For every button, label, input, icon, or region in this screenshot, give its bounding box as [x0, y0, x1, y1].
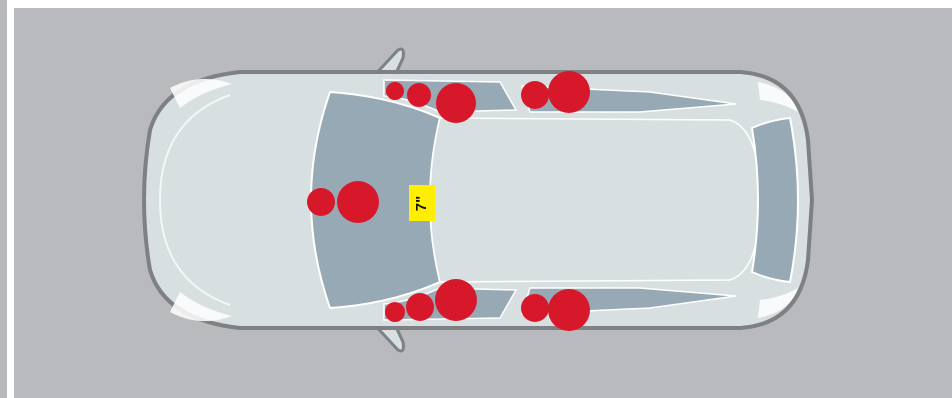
speaker-icon [406, 293, 434, 321]
rear-window [750, 116, 799, 284]
speaker-size-label: 7" [413, 195, 431, 211]
taillight-top [758, 82, 798, 112]
roof [429, 117, 761, 283]
speaker-size-badge: 7" [409, 185, 435, 221]
speaker-icon [521, 294, 549, 322]
hood-line [158, 94, 231, 306]
headlight-bottom [170, 292, 232, 322]
speaker-icon [385, 302, 405, 322]
speaker-icon [548, 289, 590, 331]
headlight-top [170, 78, 232, 108]
speaker-icon [435, 279, 477, 321]
speaker-icon [407, 83, 431, 107]
speaker-icon [521, 81, 549, 109]
speaker-icon [337, 181, 379, 223]
speaker-icon [548, 71, 590, 113]
left-border [0, 0, 7, 398]
taillight-bottom [758, 288, 798, 318]
speaker-icon [436, 83, 476, 123]
speaker-icon [307, 188, 335, 216]
speaker-icon [386, 82, 404, 100]
